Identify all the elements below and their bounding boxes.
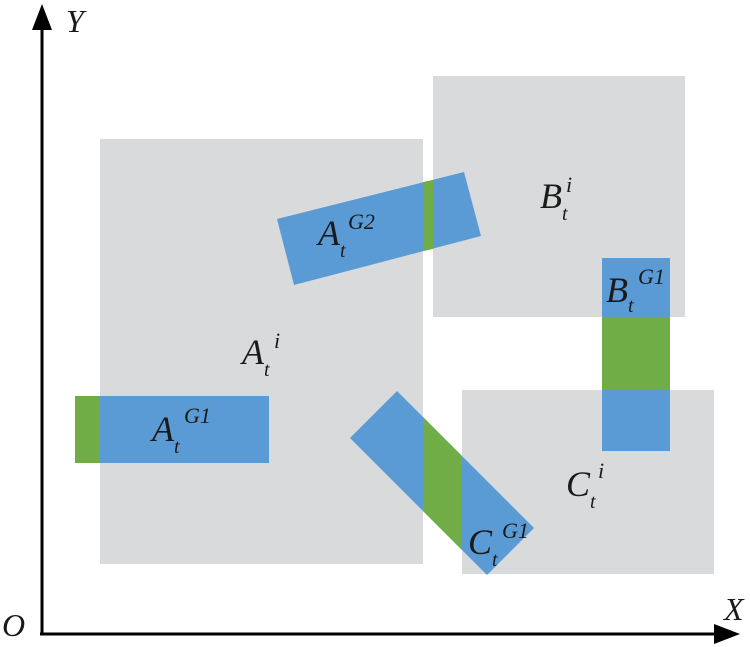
region-a-label-base: A <box>240 332 265 372</box>
vehicle-a-g1-label-sup: G1 <box>184 403 211 428</box>
vehicle-a-g1-label-base: A <box>150 409 175 449</box>
region-b-label-sub: t <box>562 203 568 225</box>
vehicle-a-g2 <box>277 172 481 285</box>
y-axis-arrow <box>32 4 52 30</box>
x-axis-arrow <box>714 624 740 644</box>
region-a-label-sub: t <box>264 359 270 381</box>
vehicle-b-g1 <box>602 258 670 451</box>
vehicle-b-g1-label: B t G1 <box>606 264 665 317</box>
vehicle-b-g1-label-sup: G1 <box>638 264 665 289</box>
vehicle-a-g2-overlap <box>423 180 433 251</box>
region-c-label-sup: i <box>598 458 604 483</box>
vehicle-a-g1-overlap <box>75 396 100 463</box>
region-b-label-sup: i <box>566 172 572 197</box>
region-a-label-sup: i <box>274 328 280 353</box>
vehicle-c-g1-label: C t G1 <box>468 518 529 571</box>
vehicle-c-g1-label-sub: t <box>492 549 498 571</box>
vehicle-a-g1 <box>75 396 269 463</box>
vehicle-a-g2-label-sup: G2 <box>348 209 375 234</box>
vehicle-c-g1-label-sup: G1 <box>502 518 529 543</box>
region-c-label-base: C <box>566 464 591 504</box>
axis-label-y: Y <box>66 3 87 39</box>
vehicle-a-g2-label-base: A <box>316 213 341 253</box>
region-c-label: C t i <box>566 458 604 513</box>
vehicle-a-g1-label: A t G1 <box>150 403 211 458</box>
region-b-label: B t i <box>540 172 572 225</box>
vehicle-c-g1 <box>350 391 534 575</box>
axis-label-origin: O <box>2 607 25 643</box>
vehicle-c-g1-label-base: C <box>468 522 493 562</box>
vehicle-b-g1-label-sub: t <box>628 295 634 317</box>
vehicle-b-g1-overlap <box>602 317 670 390</box>
vehicle-c-g1-overlap <box>423 417 462 550</box>
axes <box>32 4 740 644</box>
axis-label-x: X <box>722 591 745 627</box>
vehicle-a-g1-label-sub: t <box>174 436 180 458</box>
vehicle-b-g1-label-base: B <box>606 270 628 310</box>
vehicle-a-g2-label-sub: t <box>340 240 346 262</box>
region-b-label-base: B <box>540 176 562 216</box>
vehicle-a-g1-body <box>75 396 269 463</box>
region-c-label-sub: t <box>590 491 596 513</box>
vehicle-a-g2-label: A t G2 <box>316 209 375 262</box>
region-a-label: A t i <box>240 328 280 381</box>
